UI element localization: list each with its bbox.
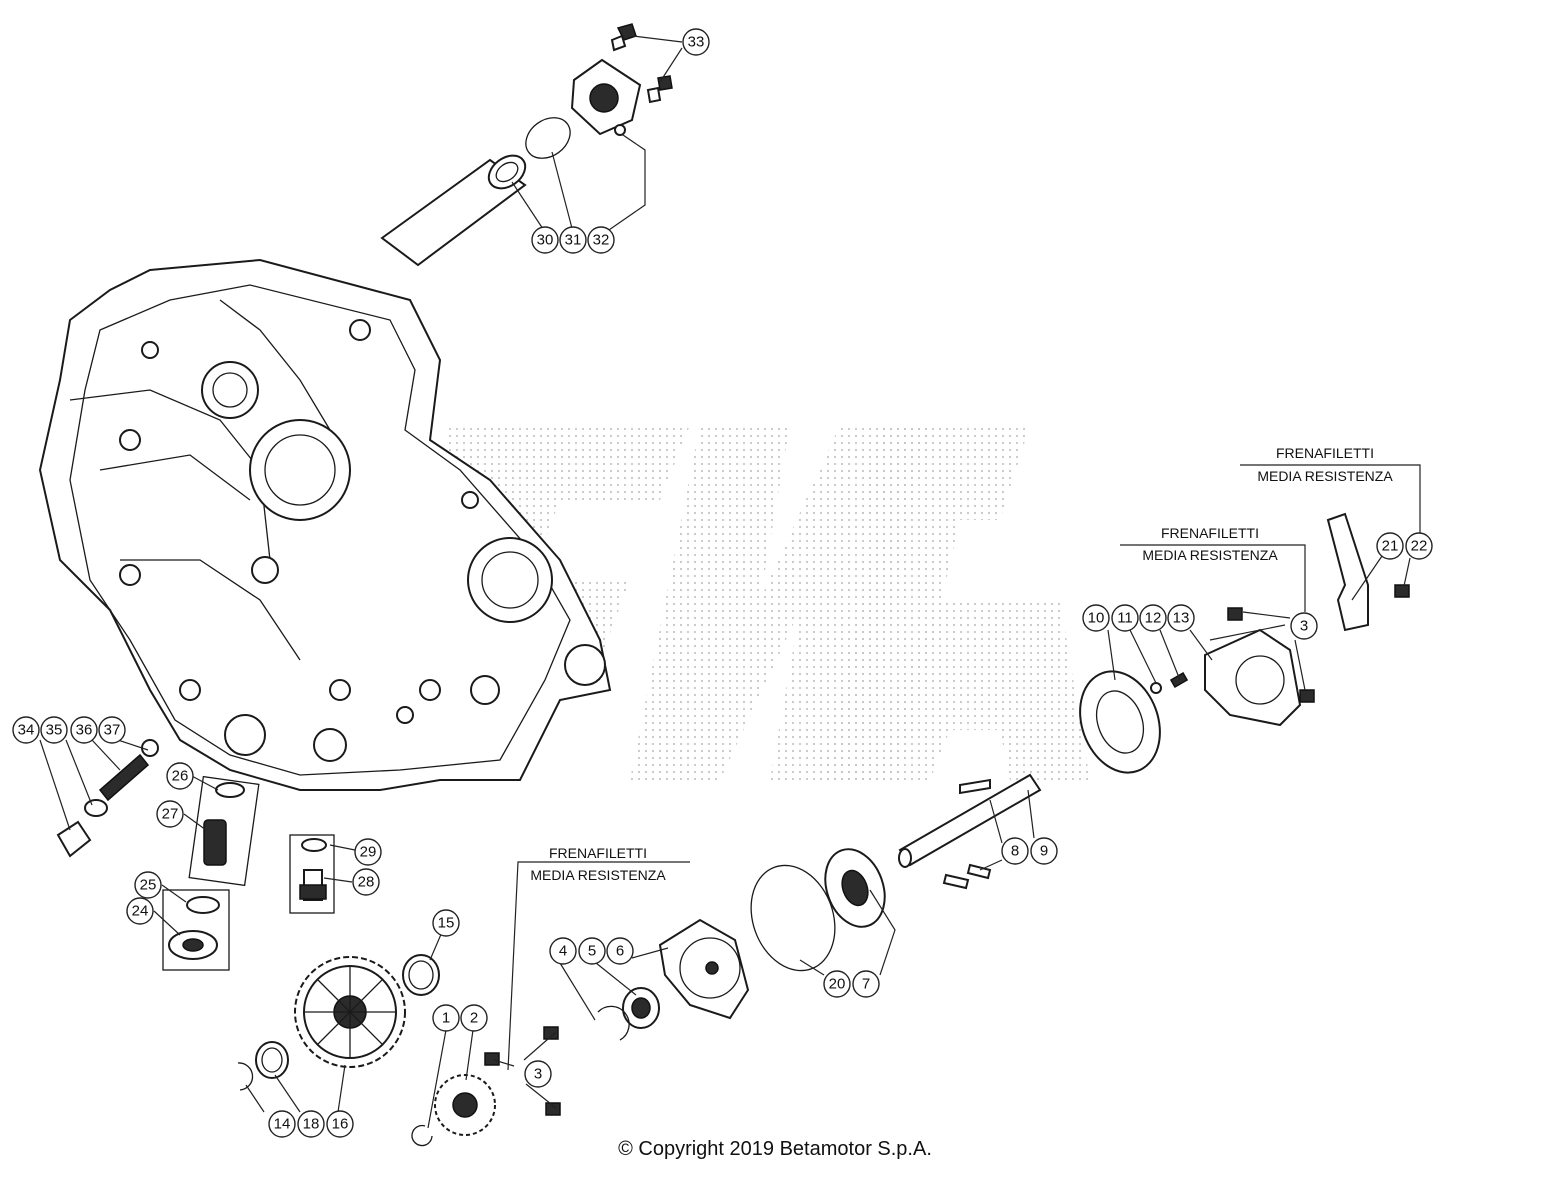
callout-36: 36: [70, 716, 98, 744]
svg-text:5: 5: [588, 943, 596, 960]
callout-20: 20: [823, 970, 851, 998]
svg-text:34: 34: [18, 722, 35, 739]
callout-8: 8: [1001, 837, 1029, 865]
callout-30: 30: [531, 226, 559, 254]
callout-10: 10: [1082, 604, 1110, 632]
svg-text:8: 8: [1011, 843, 1019, 860]
pump-cover-group: [484, 918, 750, 1116]
plug-group: [162, 889, 230, 971]
copyright-notice: © Copyright 2019 Betamotor S.p.A.: [0, 1138, 1550, 1161]
callout-6: 6: [606, 937, 634, 965]
svg-text:6: 6: [616, 943, 624, 960]
callout-37: 37: [98, 716, 126, 744]
svg-text:MEDIA RESISTENZA: MEDIA RESISTENZA: [530, 867, 666, 883]
svg-text:3: 3: [1300, 618, 1308, 635]
svg-text:FRENAFILETTI: FRENAFILETTI: [1161, 525, 1259, 541]
svg-text:20: 20: [829, 976, 846, 993]
svg-text:22: 22: [1411, 538, 1428, 555]
callout-12: 12: [1139, 604, 1167, 632]
svg-text:21: 21: [1382, 538, 1399, 555]
callout-14: 14: [268, 1110, 296, 1138]
callout-11: 11: [1111, 604, 1139, 632]
svg-text:11: 11: [1117, 610, 1133, 627]
svg-text:10: 10: [1088, 610, 1105, 627]
callout-35: 35: [40, 716, 68, 744]
threadlocker-note-1: FRENAFILETTI MEDIA RESISTENZA: [1257, 445, 1393, 484]
callout-25: 25: [134, 871, 162, 899]
callout-27: 27: [156, 800, 184, 828]
callout-34: 34: [12, 716, 40, 744]
svg-text:35: 35: [46, 722, 63, 739]
shaft-group: [898, 773, 1042, 890]
svg-text:29: 29: [360, 844, 377, 861]
callout-3-lower: 3: [524, 1060, 552, 1088]
threadlocker-note-2: FRENAFILETTI MEDIA RESISTENZA: [1142, 525, 1278, 563]
outer-rotor-group: [1079, 607, 1315, 774]
svg-text:15: 15: [438, 915, 455, 932]
svg-text:18: 18: [303, 1116, 320, 1133]
svg-text:3: 3: [534, 1066, 542, 1083]
svg-text:14: 14: [274, 1116, 291, 1133]
callout-28: 28: [352, 868, 380, 896]
svg-text:30: 30: [537, 232, 554, 249]
drain-plug-group: [56, 739, 159, 858]
callout-7: 7: [852, 970, 880, 998]
small-gear: [411, 1074, 496, 1147]
svg-text:31: 31: [565, 232, 582, 249]
callout-4: 4: [549, 937, 577, 965]
svg-text:24: 24: [132, 903, 149, 920]
svg-text:MEDIA RESISTENZA: MEDIA RESISTENZA: [1142, 547, 1278, 563]
svg-text:36: 36: [76, 722, 93, 739]
bracket-group: [1326, 512, 1410, 632]
callout-9: 9: [1030, 837, 1058, 865]
callout-1: 1: [432, 1004, 460, 1032]
leader-lines: [39, 35, 1421, 1129]
svg-text:9: 9: [1040, 843, 1048, 860]
svg-text:13: 13: [1173, 610, 1190, 627]
callout-5: 5: [578, 937, 606, 965]
threadlocker-note-3: FRENAFILETTI MEDIA RESISTENZA: [530, 845, 666, 883]
crankcase: [38, 258, 612, 791]
callout-31: 31: [559, 226, 587, 254]
callout-3-right: 3: [1290, 612, 1318, 640]
svg-text:26: 26: [172, 768, 189, 785]
callout-32: 32: [587, 226, 615, 254]
svg-text:7: 7: [862, 976, 870, 993]
callout-2: 2: [460, 1004, 488, 1032]
svg-text:16: 16: [332, 1116, 349, 1133]
callout-29: 29: [354, 838, 382, 866]
svg-text:1: 1: [442, 1010, 450, 1027]
svg-text:2: 2: [470, 1010, 478, 1027]
oil-screen-group: [188, 775, 260, 887]
callout-26: 26: [166, 762, 194, 790]
callout-21: 21: [1376, 532, 1404, 560]
rotor-group: [750, 848, 886, 972]
svg-text:37: 37: [104, 722, 121, 739]
callout-labels: 33 30 31 32 34 35 36 37 26 27 25 24 29 2…: [12, 28, 1433, 1138]
svg-text:27: 27: [162, 806, 179, 823]
callout-22: 22: [1405, 532, 1433, 560]
svg-text:MEDIA RESISTENZA: MEDIA RESISTENZA: [1257, 468, 1393, 484]
large-gear: [237, 954, 440, 1091]
callout-24: 24: [126, 897, 154, 925]
callout-33: 33: [682, 28, 710, 56]
svg-text:4: 4: [559, 943, 567, 960]
callout-16: 16: [326, 1110, 354, 1138]
svg-text:25: 25: [140, 877, 157, 894]
svg-text:32: 32: [593, 232, 610, 249]
callout-18: 18: [297, 1110, 325, 1138]
callout-13: 13: [1167, 604, 1195, 632]
svg-text:33: 33: [688, 34, 705, 51]
callout-15: 15: [432, 909, 460, 937]
svg-text:28: 28: [358, 874, 375, 891]
copyright-text: © Copyright 2019 Betamotor S.p.A.: [618, 1138, 932, 1160]
svg-text:12: 12: [1145, 610, 1162, 627]
svg-text:FRENAFILETTI: FRENAFILETTI: [549, 845, 647, 861]
plug-28-group: [289, 834, 335, 914]
oil-filter-assembly: [380, 23, 673, 267]
svg-text:FRENAFILETTI: FRENAFILETTI: [1276, 445, 1374, 461]
